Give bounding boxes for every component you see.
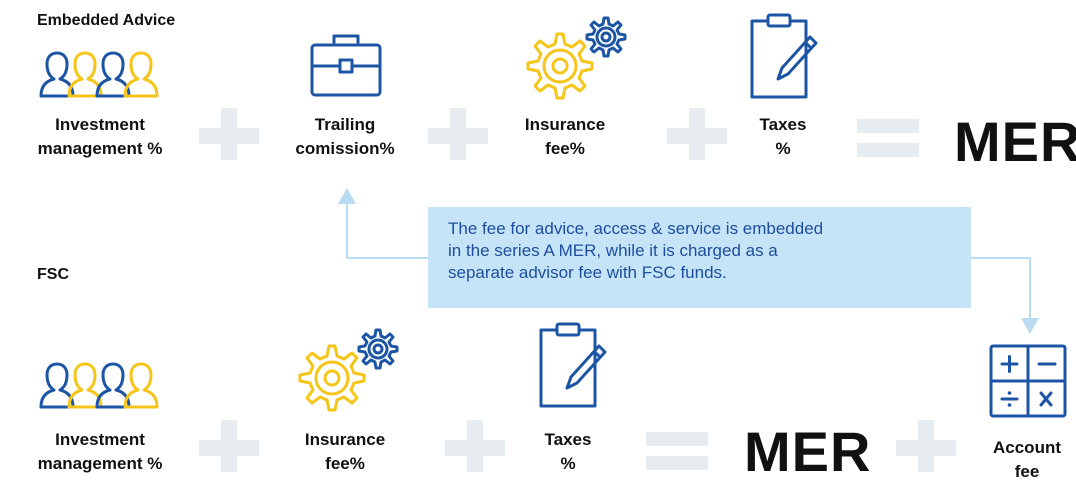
info-callout: The fee for advice, access & service is … — [428, 207, 971, 308]
plus-operator — [199, 420, 259, 472]
fsc-taxes-label: Taxes% — [544, 430, 592, 473]
arrow-to-account — [971, 257, 1031, 320]
taxes-label: Taxes% — [759, 115, 807, 158]
people-group-icon — [39, 362, 159, 409]
embedded-advice-title: Embedded Advice — [37, 12, 176, 29]
equals-operator — [646, 432, 708, 470]
plus-operator — [428, 108, 488, 160]
gears-icon — [298, 328, 399, 412]
arrow-head-down — [1021, 318, 1039, 334]
gears-icon — [526, 16, 627, 100]
mer-result: MER — [954, 110, 1076, 173]
plus-operator — [667, 108, 727, 160]
arrow-head-up — [338, 188, 356, 204]
plus-operator — [896, 420, 956, 472]
equals-operator — [857, 119, 919, 157]
clipboard-pen-icon — [539, 322, 607, 408]
plus-operator — [445, 420, 505, 472]
plus-operator — [199, 108, 259, 160]
people-group-icon — [39, 51, 159, 98]
fsc-title: FSC — [37, 266, 69, 283]
briefcase-icon — [310, 34, 382, 97]
arrow-to-trailing — [346, 200, 428, 259]
calculator-icon — [989, 344, 1067, 418]
fsc-mer-result: MER — [744, 420, 872, 483]
clipboard-pen-icon — [750, 13, 818, 99]
